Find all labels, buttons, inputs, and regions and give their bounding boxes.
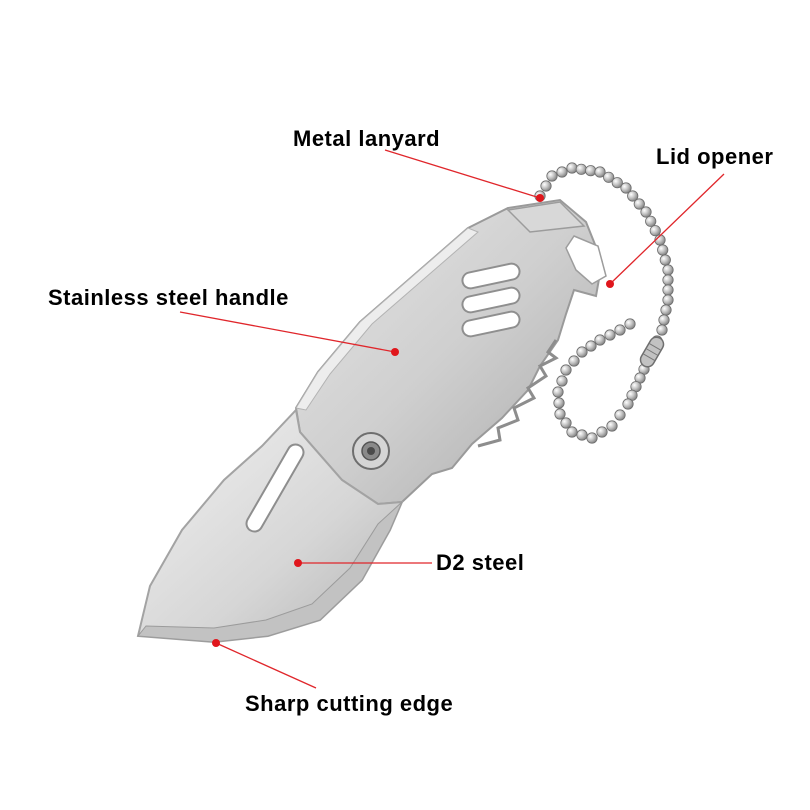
chain-bead [546,170,558,182]
chain-bead [645,215,657,227]
callout-dot-d2-steel [294,559,302,567]
chain-bead [662,274,674,286]
chain-bead [594,166,606,178]
chain-bead [553,397,565,409]
callout-line-stainless-steel-handle [179,311,396,353]
chain-bead [649,225,661,237]
chain-bead [662,284,674,296]
chain-bead [596,426,608,438]
chain-bead [657,244,669,256]
chain-bead [627,190,639,202]
chain-bead [568,355,580,367]
handle-slot [461,262,521,290]
handle-slot [461,286,521,314]
chain-bead [659,254,671,266]
chain-bead [620,182,632,194]
chain-bead [556,375,568,387]
chain-bead [575,163,587,175]
pivot-screw [352,432,390,470]
callout-dot-metal-lanyard [536,194,544,202]
chain-bead [566,426,578,438]
chain-bead [585,165,597,177]
callout-label-stainless-steel-handle: Stainless steel handle [48,285,289,310]
chain-bead [560,364,572,376]
callout-label-metal-lanyard: Metal lanyard [293,126,441,151]
chain-bead [633,198,645,210]
chain-bead [660,304,672,316]
callout-dot-sharp-cutting-edge [212,639,220,647]
chain-bead [585,340,597,352]
callout-line-lid-opener [609,173,725,285]
chain-bead [604,329,616,341]
chain-bead [556,166,568,178]
chain-bead [603,171,615,183]
chain-bead [611,177,623,189]
callout-label-d2-steel: D2 steel [436,550,525,575]
chain-bead [606,420,618,432]
chain-bead [614,324,626,336]
chain-clasp [639,336,665,368]
callout-line-metal-lanyard [384,149,541,199]
chain-bead [540,180,552,192]
callout-dot-lid-opener [606,280,614,288]
chain-bead [614,409,626,421]
callout-lines [179,149,725,689]
callout-dot-stainless-steel-handle [391,348,399,356]
chain-bead [622,398,634,410]
chain-bead [566,162,578,174]
chain-bead [576,346,588,358]
chain-bead [586,432,598,444]
chain-bead [662,294,674,306]
chain-bead [552,386,564,398]
ball-chain [534,162,674,444]
chain-bead [554,408,566,420]
chain-bead [576,429,588,441]
callout-label-lid-opener: Lid opener [656,144,774,169]
chain-bead [640,206,652,218]
callout-line-sharp-cutting-edge [215,642,317,689]
knife-handle [294,198,607,506]
chain-bead [658,314,670,326]
blade-slot [245,443,305,533]
chain-bead [624,318,636,330]
handle-slot [461,310,521,338]
chain-bead [594,334,606,346]
chain-bead [560,417,572,429]
chain-bead [656,324,668,336]
callout-dots [212,194,614,647]
chain-bead [662,264,674,276]
knife-blade [136,407,404,644]
callout-label-sharp-cutting-edge: Sharp cutting edge [245,691,454,716]
